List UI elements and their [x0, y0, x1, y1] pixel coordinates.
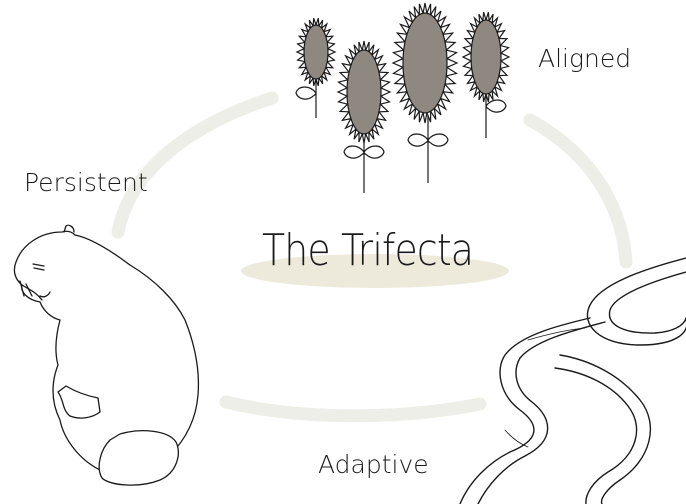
beaver-icon	[14, 225, 198, 485]
node-label-persistent: Persistent	[24, 168, 148, 197]
sunflowers-icon	[296, 3, 509, 193]
sunflower-head	[304, 25, 328, 79]
sunflower-leaf	[428, 134, 448, 146]
diagram-title: The Trifecta	[262, 225, 473, 276]
node-label-aligned: Aligned	[538, 44, 631, 73]
sunflower-leaf	[408, 134, 428, 146]
sunflower-leaf	[296, 87, 316, 99]
sunflower-head	[403, 13, 447, 113]
sunflower-leaf	[344, 146, 364, 158]
sunflower-head	[471, 20, 501, 94]
sunflower-head	[347, 50, 381, 134]
river-icon	[460, 258, 686, 504]
node-label-adaptive: Adaptive	[318, 450, 429, 479]
sunflower-leaf	[364, 146, 384, 158]
